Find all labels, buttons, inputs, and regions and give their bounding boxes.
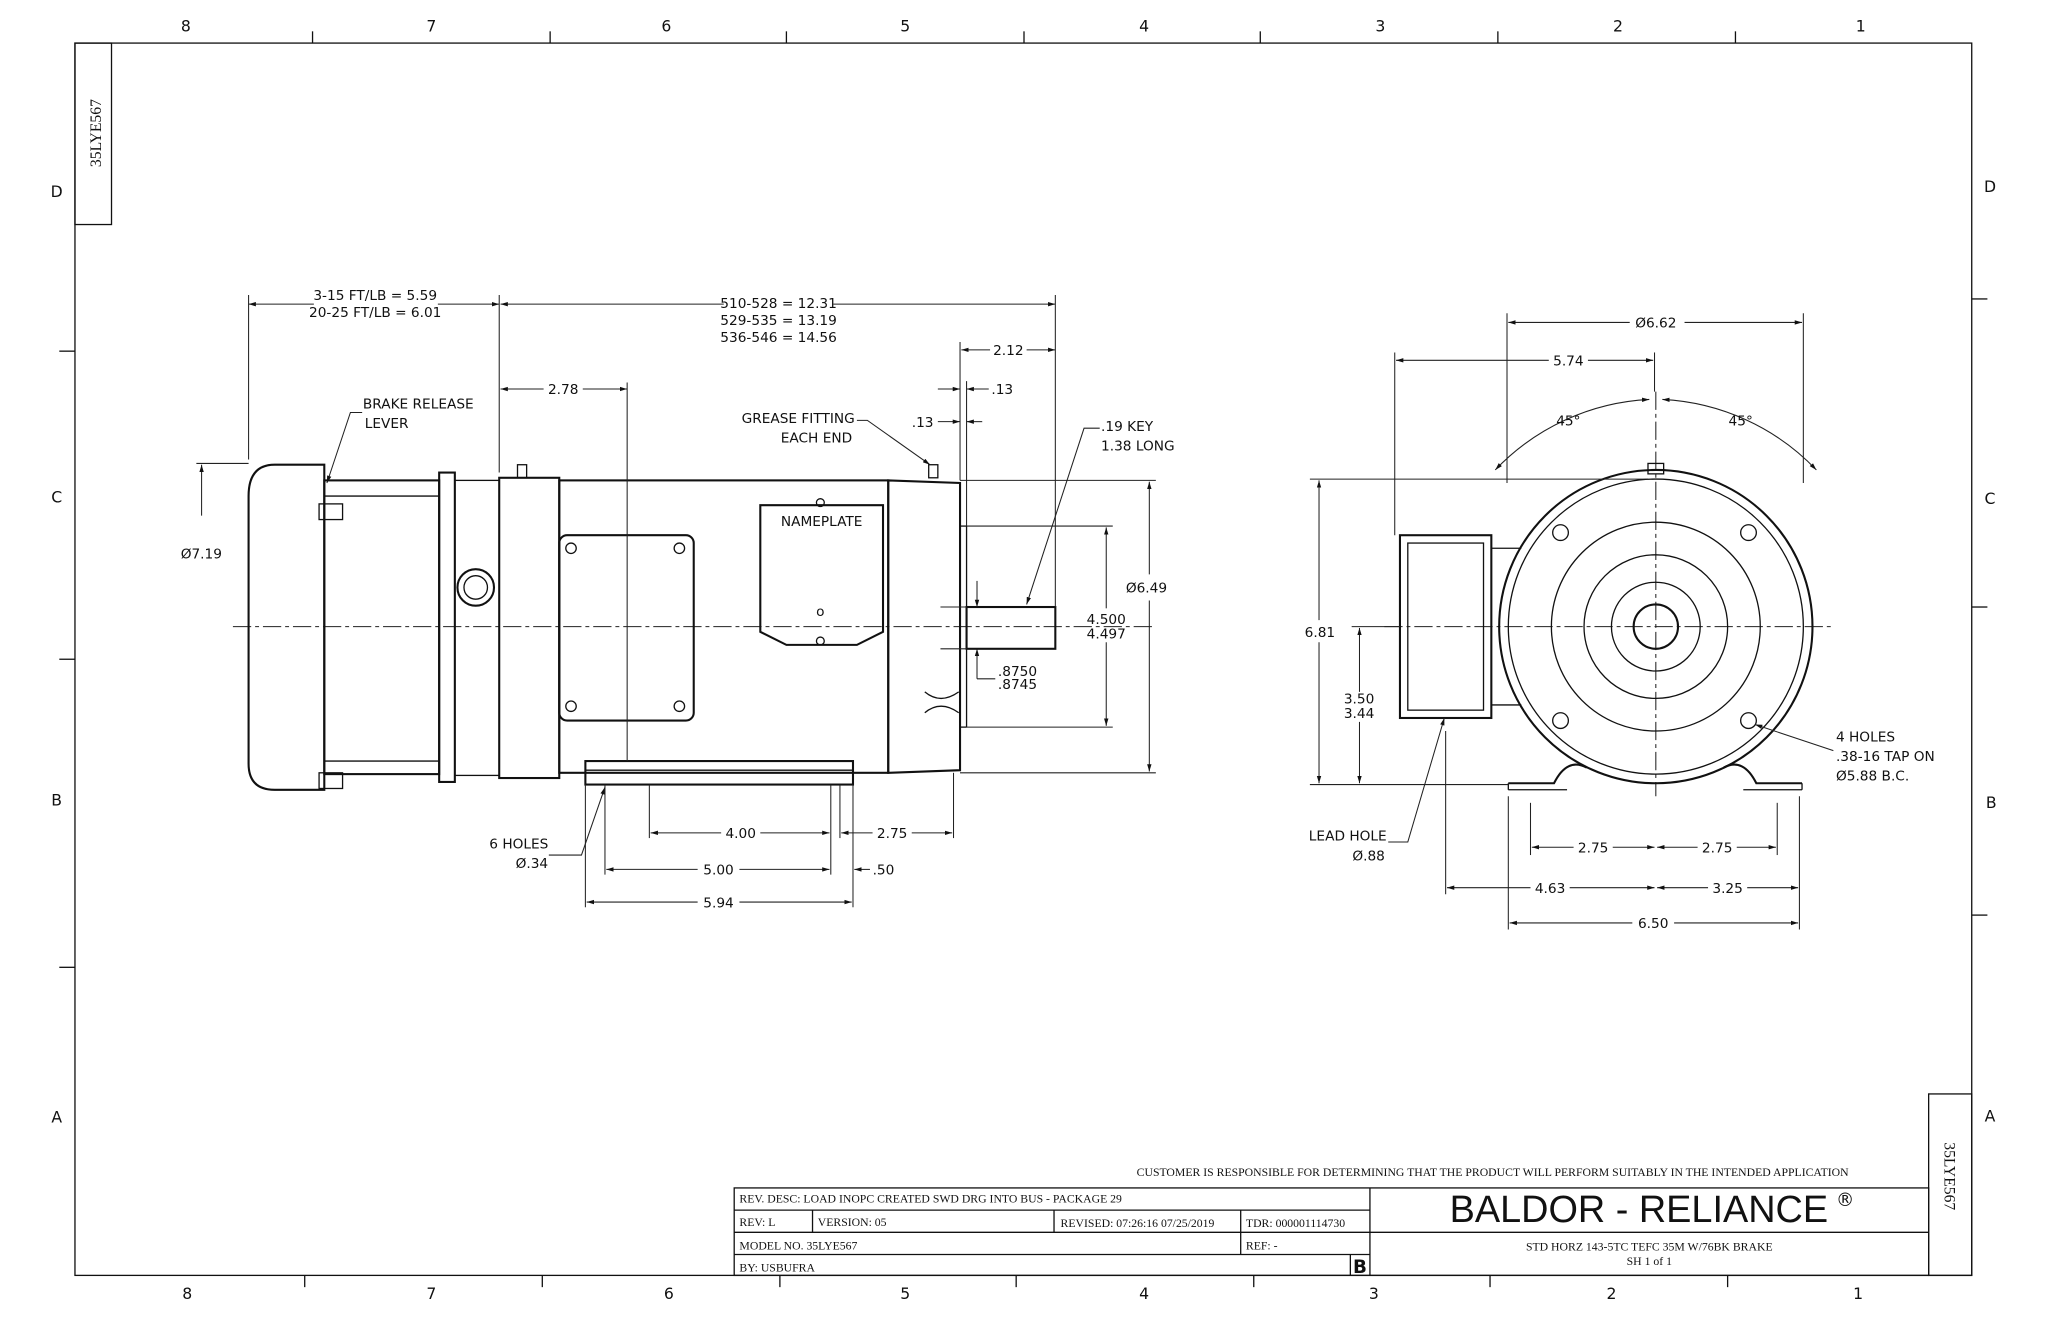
svg-text:3: 3 [1375, 16, 1385, 35]
svg-text:B: B [51, 790, 62, 809]
svg-text:3: 3 [1369, 1284, 1379, 1303]
svg-text:MODEL NO. 35LYE567: MODEL NO. 35LYE567 [739, 1239, 857, 1252]
disclaimer: CUSTOMER IS RESPONSIBLE FOR DETERMINING … [1137, 1166, 1850, 1179]
svg-text:1.38 LONG: 1.38 LONG [1101, 438, 1175, 454]
svg-text:.50: .50 [873, 863, 895, 879]
svg-text:Ø7.19: Ø7.19 [181, 547, 222, 563]
zone-labels: 8 7 6 5 4 3 2 1 8 7 6 5 4 3 2 1 D C B A D C B A [51, 16, 1997, 1303]
svg-text:Ø5.88 B.C.: Ø5.88 B.C. [1836, 769, 1909, 785]
svg-text:4.497: 4.497 [1087, 626, 1126, 642]
drawing-id-tag-top: 35LYE567 [74, 42, 113, 226]
svg-text:Ø6.62: Ø6.62 [1635, 316, 1676, 332]
svg-text:BRAKE RELEASE: BRAKE RELEASE [363, 397, 474, 413]
svg-text:20-25 FT/LB = 6.01: 20-25 FT/LB = 6.01 [309, 305, 441, 321]
svg-text:3.44: 3.44 [1344, 706, 1374, 722]
svg-text:2.78: 2.78 [548, 382, 578, 398]
svg-text:®: ® [1836, 1190, 1854, 1211]
svg-text:536-546 = 14.56: 536-546 = 14.56 [720, 330, 837, 346]
svg-text:4.500: 4.500 [1087, 612, 1126, 628]
nameplate-label: NAMEPLATE [781, 514, 863, 530]
svg-text:4.63: 4.63 [1535, 881, 1565, 897]
svg-text:5: 5 [900, 16, 910, 35]
svg-text:C: C [1985, 489, 1996, 508]
svg-text:510-528 = 12.31: 510-528 = 12.31 [720, 296, 837, 312]
svg-text:.8745: .8745 [998, 677, 1037, 693]
svg-text:Ø.88: Ø.88 [1352, 848, 1385, 864]
svg-text:B: B [1353, 1257, 1367, 1278]
svg-text:4: 4 [1139, 16, 1149, 35]
svg-text:529-535 = 13.19: 529-535 = 13.19 [720, 313, 837, 329]
svg-text:2: 2 [1613, 16, 1623, 35]
svg-text:4 HOLES: 4 HOLES [1836, 729, 1895, 745]
svg-text:45°: 45° [1556, 414, 1580, 430]
svg-text:REV: L: REV: L [739, 1216, 775, 1229]
svg-text:2.75: 2.75 [877, 826, 907, 842]
svg-text:LEVER: LEVER [365, 416, 409, 432]
title-block: CUSTOMER IS RESPONSIBLE FOR DETERMINING … [733, 1166, 1930, 1278]
svg-text:.13: .13 [912, 415, 934, 431]
svg-text:Ø.34: Ø.34 [516, 856, 549, 872]
svg-text:3.25: 3.25 [1712, 881, 1742, 897]
svg-text:TDR: 000001114730: TDR: 000001114730 [1246, 1217, 1345, 1230]
svg-text:4: 4 [1139, 1284, 1149, 1303]
svg-text:.19 KEY: .19 KEY [1101, 419, 1154, 435]
svg-text:7: 7 [426, 16, 436, 35]
svg-text:LEAD HOLE: LEAD HOLE [1309, 829, 1387, 845]
svg-text:.8750: .8750 [998, 664, 1037, 680]
svg-text:3.50: 3.50 [1344, 692, 1374, 708]
svg-text:.13: .13 [991, 382, 1013, 398]
svg-text:D: D [51, 182, 63, 201]
svg-text:4.00: 4.00 [725, 826, 755, 842]
svg-text:3-15 FT/LB = 5.59: 3-15 FT/LB = 5.59 [313, 288, 437, 304]
svg-text:D: D [1984, 177, 1996, 196]
svg-text:GREASE FITTING: GREASE FITTING [742, 411, 855, 427]
drawing-border [59, 31, 1988, 1288]
svg-text:Ø6.49: Ø6.49 [1126, 581, 1167, 597]
svg-text:6.81: 6.81 [1305, 625, 1335, 641]
svg-text:5.94: 5.94 [703, 895, 733, 911]
svg-text:35LYE567: 35LYE567 [88, 99, 105, 167]
svg-text:6: 6 [661, 16, 671, 35]
svg-text:EACH END: EACH END [781, 431, 852, 447]
svg-text:A: A [51, 1108, 62, 1127]
svg-text:6.50: 6.50 [1638, 916, 1668, 932]
svg-text:A: A [1985, 1106, 1996, 1125]
svg-text:C: C [51, 488, 62, 507]
side-view-dimensions: 3-15 FT/LB = 5.59 20-25 FT/LB = 6.01 510… [181, 288, 1175, 911]
svg-text:6 HOLES: 6 HOLES [489, 837, 548, 853]
side-view-motor: NAMEPLATE o [232, 463, 1156, 791]
svg-text:8: 8 [181, 16, 191, 35]
svg-text:8: 8 [182, 1284, 192, 1303]
svg-text:2.75: 2.75 [1702, 840, 1732, 856]
svg-text:2: 2 [1606, 1284, 1616, 1303]
svg-text:o: o [816, 604, 824, 620]
svg-text:35LYE567: 35LYE567 [1940, 1142, 1957, 1210]
svg-text:2.12: 2.12 [993, 343, 1023, 359]
end-view-dimensions: Ø6.62 5.74 45° 45° 6.81 3.50 3.44 4 HOLE… [1305, 313, 1935, 932]
svg-text:B: B [1986, 793, 1997, 812]
svg-text:REV. DESC: LOAD INOPC CREATED: REV. DESC: LOAD INOPC CREATED SWD DRG IN… [739, 1192, 1122, 1205]
svg-text:45°: 45° [1729, 414, 1753, 430]
svg-text:5.00: 5.00 [703, 863, 733, 879]
svg-text:5.74: 5.74 [1553, 354, 1583, 370]
svg-text:5: 5 [900, 1284, 910, 1303]
svg-text:REVISED: 07:26:16 07/25/2019: REVISED: 07:26:16 07/25/2019 [1061, 1217, 1215, 1230]
svg-text:1: 1 [1853, 1284, 1863, 1303]
svg-text:VERSION: 05: VERSION: 05 [818, 1216, 887, 1229]
svg-text:REF: -: REF: - [1246, 1239, 1278, 1252]
svg-text:STD HORZ 143-5TC TEFC 35M W/76: STD HORZ 143-5TC TEFC 35M W/76BK BRAKE [1526, 1241, 1773, 1254]
svg-text:.38-16 TAP ON: .38-16 TAP ON [1836, 749, 1935, 765]
svg-text:7: 7 [426, 1284, 436, 1303]
svg-text:SH 1 of 1: SH 1 of 1 [1627, 1255, 1672, 1268]
drawing-id-tag-bottom: 35LYE567 [1928, 1093, 1973, 1277]
end-view-motor [1384, 391, 1835, 797]
svg-text:BY: USBUFRA: BY: USBUFRA [739, 1261, 815, 1274]
svg-text:2.75: 2.75 [1578, 840, 1608, 856]
brand-logo: BALDOR - RELIANCE [1450, 1189, 1829, 1231]
svg-text:6: 6 [664, 1284, 674, 1303]
svg-text:1: 1 [1856, 16, 1866, 35]
